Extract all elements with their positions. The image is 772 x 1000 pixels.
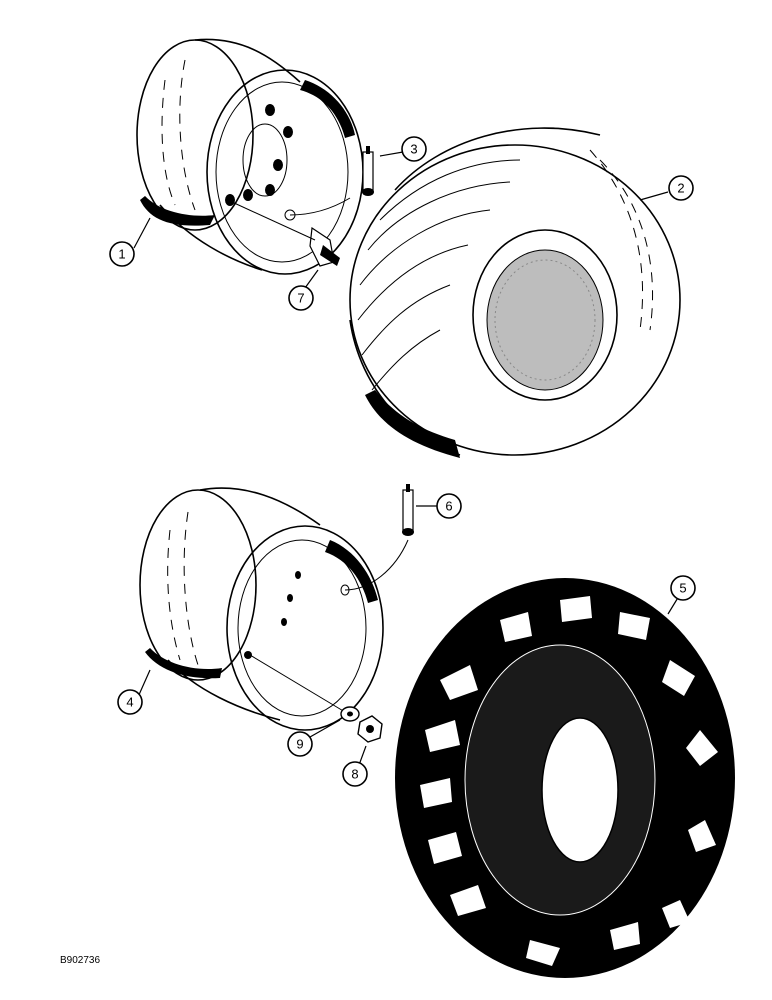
lower-rim — [139, 487, 409, 731]
callout-9: 9 — [287, 731, 313, 757]
svg-text:2: 2 — [677, 181, 684, 196]
wheel-bolt — [231, 201, 340, 267]
callout-3: 3 — [401, 136, 427, 162]
svg-text:8: 8 — [351, 767, 358, 782]
svg-text:3: 3 — [410, 142, 417, 157]
svg-text:6: 6 — [445, 499, 452, 514]
callout-2: 2 — [668, 175, 694, 201]
svg-text:7: 7 — [297, 291, 304, 306]
leader-lines — [133, 151, 680, 766]
valve-stem-upper — [362, 146, 374, 196]
callout-5: 5 — [670, 575, 696, 601]
callout-6: 6 — [436, 493, 462, 519]
svg-text:5: 5 — [679, 581, 686, 596]
callout-8: 8 — [342, 761, 368, 787]
callout-1: 1 — [109, 241, 135, 267]
svg-text:9: 9 — [296, 737, 303, 752]
svg-text:1: 1 — [118, 247, 125, 262]
callout-4: 4 — [117, 689, 143, 715]
lug-tread-tire — [395, 578, 735, 978]
callout-7: 7 — [288, 285, 314, 311]
valve-stem-lower — [402, 484, 414, 536]
washer — [340, 706, 360, 722]
wheel-nut — [357, 715, 383, 743]
reference-code: B902736 — [60, 955, 101, 966]
ribbed-tire — [349, 127, 681, 458]
svg-text:4: 4 — [126, 695, 133, 710]
